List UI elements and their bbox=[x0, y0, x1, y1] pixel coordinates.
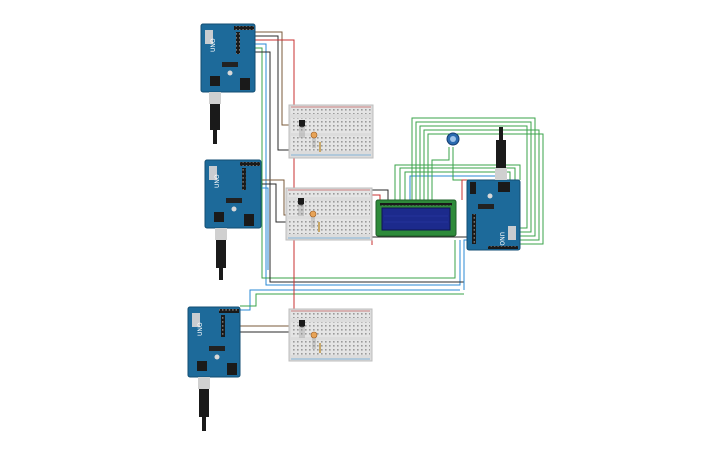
arduino-uno-1[interactable]: UNO bbox=[200, 23, 256, 93]
wire[interactable] bbox=[423, 129, 540, 241]
usb-cable-1 bbox=[209, 92, 221, 144]
wire[interactable] bbox=[419, 125, 528, 229]
wire[interactable] bbox=[255, 35, 290, 151]
board-label: UNO bbox=[210, 38, 217, 52]
wire[interactable] bbox=[431, 147, 450, 200]
usb-cable-2 bbox=[215, 228, 227, 280]
temperature-sensor[interactable] bbox=[298, 198, 304, 216]
arduino-uno-4[interactable]: UNO bbox=[466, 179, 521, 251]
arduino-uno-3[interactable]: UNO bbox=[187, 306, 241, 378]
usb-cable-3 bbox=[198, 377, 210, 431]
wire[interactable] bbox=[255, 39, 295, 105]
photoresistor[interactable] bbox=[310, 131, 318, 148]
board-label: UNO bbox=[498, 232, 505, 246]
wire[interactable] bbox=[409, 175, 505, 200]
wire[interactable] bbox=[399, 167, 516, 200]
wire[interactable] bbox=[240, 293, 464, 307]
wire[interactable] bbox=[452, 147, 470, 181]
resistor[interactable] bbox=[319, 142, 321, 152]
wire[interactable] bbox=[394, 164, 521, 200]
temperature-sensor[interactable] bbox=[299, 320, 305, 338]
wire[interactable] bbox=[262, 187, 269, 270]
wire[interactable] bbox=[415, 121, 532, 233]
temperature-sensor[interactable] bbox=[299, 120, 305, 138]
arduino-uno-2[interactable]: UNO bbox=[204, 159, 262, 229]
wire[interactable] bbox=[255, 51, 464, 283]
wire[interactable] bbox=[461, 179, 467, 200]
photoresistor[interactable] bbox=[310, 331, 318, 349]
photoresistor[interactable] bbox=[309, 210, 317, 228]
usb-cable-4 bbox=[495, 127, 507, 180]
breadboard-1[interactable] bbox=[288, 104, 374, 159]
board-label: UNO bbox=[197, 322, 204, 336]
lcd-display[interactable] bbox=[375, 199, 457, 237]
wire[interactable] bbox=[255, 47, 456, 279]
breadboard-3[interactable] bbox=[288, 308, 373, 362]
wire[interactable] bbox=[255, 43, 461, 286]
board-label: UNO bbox=[214, 174, 221, 188]
breadboard-2[interactable] bbox=[285, 187, 373, 241]
wire[interactable] bbox=[404, 171, 511, 200]
wire[interactable] bbox=[240, 289, 460, 311]
wire[interactable] bbox=[427, 133, 544, 245]
resistor[interactable] bbox=[319, 343, 321, 353]
wire[interactable] bbox=[365, 189, 389, 200]
resistor[interactable] bbox=[318, 222, 320, 232]
potentiometer[interactable] bbox=[446, 132, 460, 146]
wire[interactable] bbox=[411, 117, 536, 237]
wire[interactable] bbox=[262, 183, 290, 223]
